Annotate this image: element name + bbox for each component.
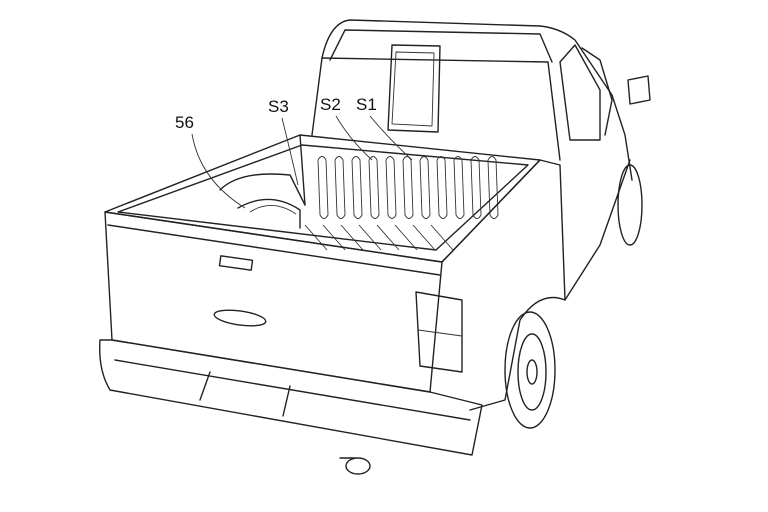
leader-s3 (281, 117, 299, 186)
truck-cab (311, 19, 651, 181)
bed-floor-ribs (304, 156, 499, 251)
bed-rib (402, 156, 414, 219)
leader-s2 (335, 115, 373, 161)
label-56: 56 (175, 113, 194, 132)
label-s2: S2 (320, 95, 341, 114)
rear-bumper (99, 339, 483, 475)
tailgate-handle (218, 255, 254, 271)
label-s1: S1 (356, 95, 377, 114)
emblem (213, 309, 267, 327)
floor-groove (394, 224, 418, 251)
leader-s1 (369, 115, 413, 161)
bed-rib (453, 156, 465, 219)
spare-tire-56 (237, 198, 301, 229)
floor-groove (340, 224, 364, 251)
bed-rib (487, 156, 499, 219)
leader-56 (191, 133, 246, 209)
front-wheel (617, 164, 643, 246)
taillight (415, 291, 463, 373)
bed-rib (317, 156, 329, 219)
bed-rib (385, 156, 397, 219)
side-mirror (627, 75, 651, 105)
truck-bed (104, 134, 541, 263)
floor-groove (430, 224, 454, 251)
bed-rib (368, 156, 380, 219)
floor-groove (412, 224, 436, 251)
tailgate (104, 211, 443, 393)
floor-groove (322, 224, 346, 251)
bed-side (415, 159, 643, 429)
bed-rib (436, 156, 448, 219)
bed-rib (334, 156, 346, 219)
floor-groove (376, 224, 400, 251)
bed-rib (351, 156, 363, 219)
rear-window-slider (387, 44, 441, 133)
exhaust-pipe (345, 457, 371, 475)
bed-rib (470, 156, 482, 219)
rear-wheel (504, 311, 556, 429)
label-s3: S3 (268, 97, 289, 116)
floor-groove (358, 224, 382, 251)
bed-rib (419, 156, 431, 219)
reference-labels: 56 S3 S2 S1 (175, 95, 413, 209)
floor-groove (304, 224, 328, 251)
side-window (559, 44, 601, 141)
